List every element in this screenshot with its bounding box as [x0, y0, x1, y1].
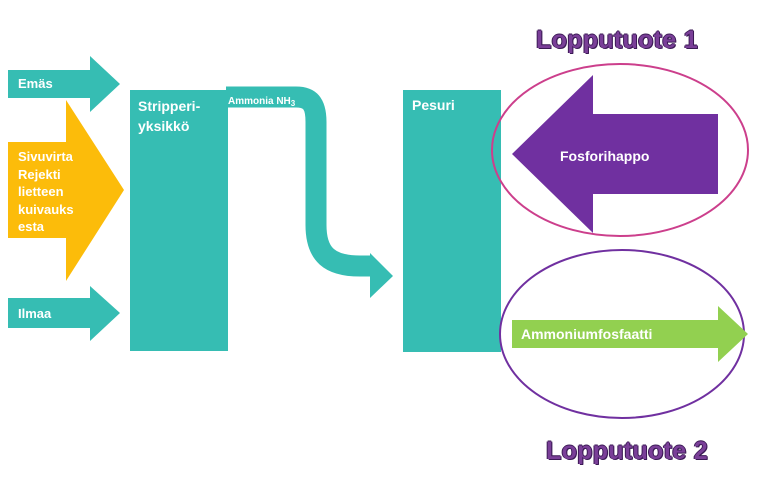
ammonia-label: Ammonia NH3	[228, 95, 295, 111]
lopputuote-1-title: Lopputuote 1	[536, 26, 698, 54]
sivuvirta-line-3: lietteen	[18, 184, 64, 199]
sivuvirta-line-2: Rejekti	[18, 166, 61, 182]
sivuvirta-label: Sivuvirta Rejekti lietteen kuivauks esta	[18, 148, 74, 236]
stripper-line-1: Stripperi-	[138, 98, 201, 114]
ammonia-flow-pipe	[226, 86, 372, 277]
pesuri-label: Pesuri	[412, 97, 455, 113]
sivuvirta-line-1: Sivuvirta	[18, 149, 73, 164]
product1-ellipse	[491, 63, 749, 237]
stripper-line-2: yksikkö	[138, 118, 190, 134]
emas-arrow	[8, 56, 120, 112]
ammoniumfosfaatti-arrow	[512, 306, 748, 362]
sivuvirta-line-5: esta	[18, 219, 45, 234]
stripper-label: Stripperi- yksikkö	[138, 96, 200, 136]
ammonia-subscript: 3	[290, 99, 296, 108]
ammonia-flow-arrowhead-fill	[370, 253, 393, 298]
stripper-unit	[130, 90, 228, 351]
pesuri-unit	[403, 90, 501, 352]
lopputuote-2-title: Lopputuote 2	[546, 437, 708, 465]
fosforihappo-arrow	[512, 75, 718, 233]
emas-label: Emäs	[18, 76, 53, 91]
fosforihappo-label: Fosforihappo	[560, 148, 650, 164]
sivuvirta-line-4: kuivauks	[18, 201, 74, 217]
ammonia-text: Ammonia NH	[228, 96, 291, 107]
sivuvirta-arrow	[8, 100, 124, 281]
ilmaa-arrow	[8, 286, 120, 341]
ilmaa-label: Ilmaa	[18, 306, 52, 321]
ammoniumfosfaatti-label: Ammoniumfosfaatti	[521, 326, 653, 342]
